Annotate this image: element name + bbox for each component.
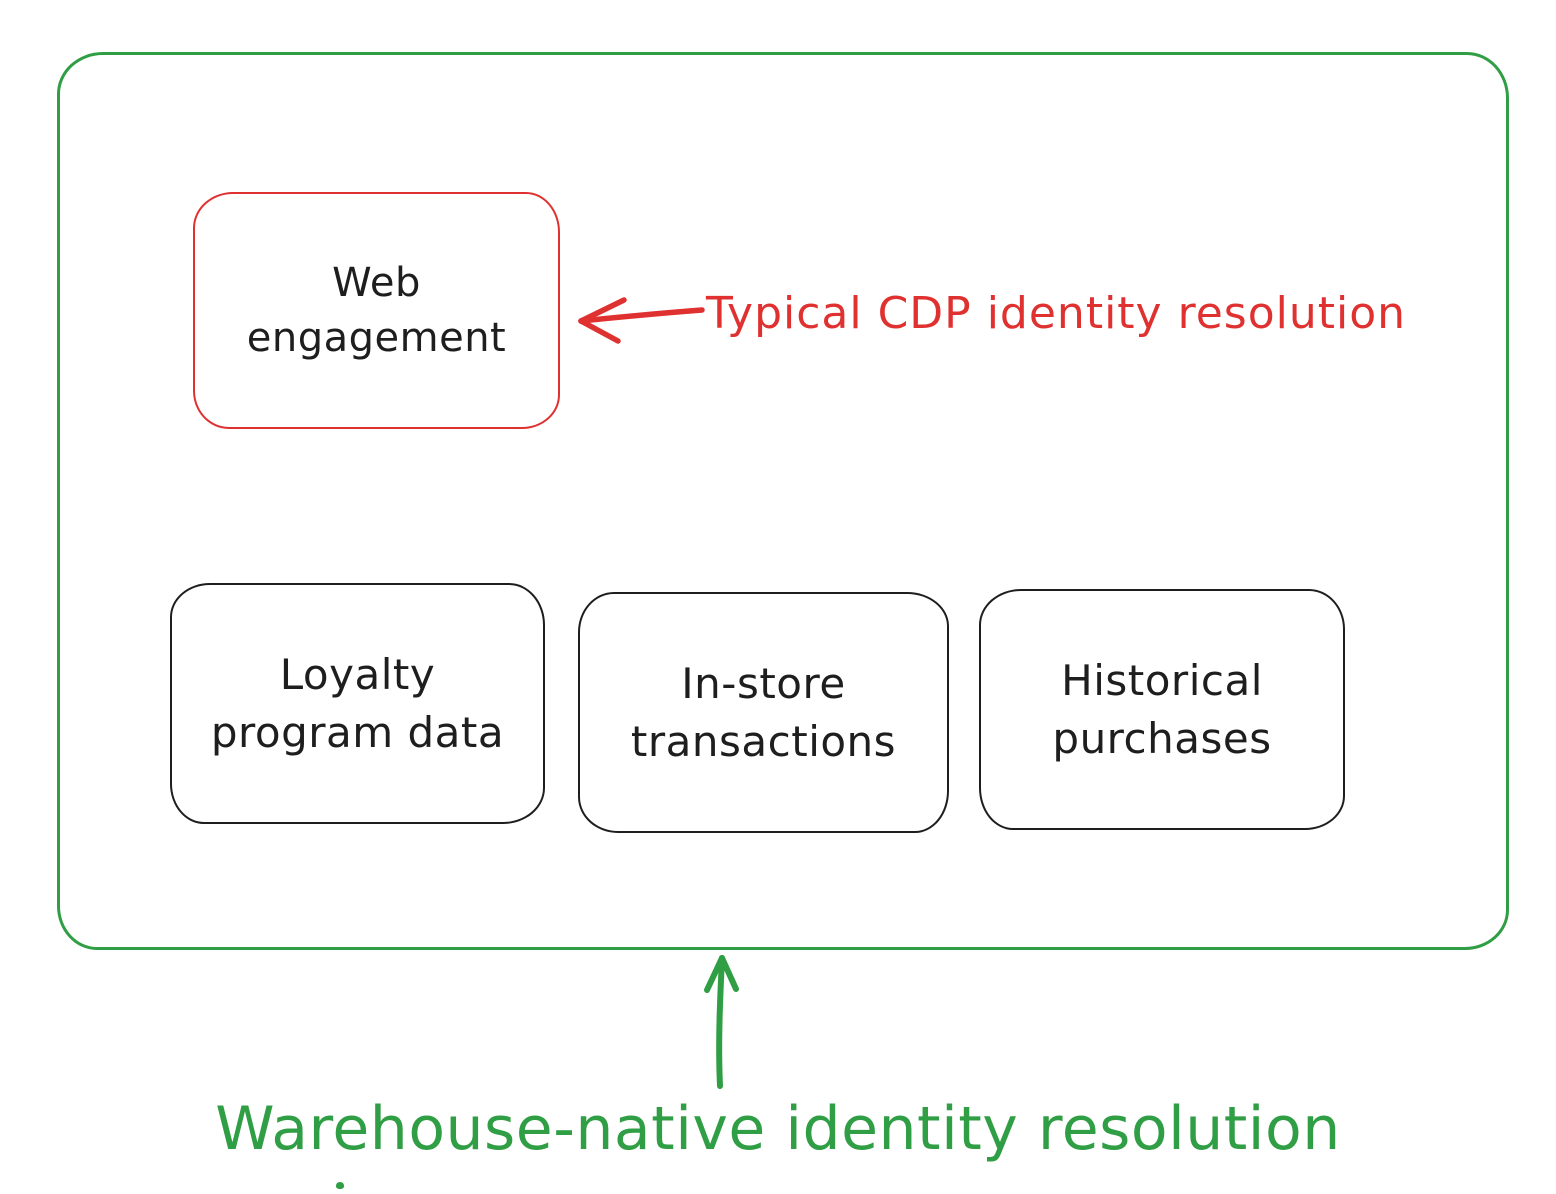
in-store-transactions-label: In-store transactions [630, 659, 897, 766]
warehouse-native-annotation: Warehouse-native identity resolution [215, 1094, 1341, 1164]
up-arrow-icon [704, 955, 739, 1089]
loyalty-program-data-label: Loyalty program data [210, 650, 505, 757]
web-engagement-box: Web engagement [193, 192, 560, 429]
historical-purchases-box: Historical purchases [979, 589, 1345, 830]
ink-dot [336, 1182, 344, 1189]
web-engagement-label: Web engagement [246, 260, 507, 361]
loyalty-program-data-box: Loyalty program data [170, 583, 545, 824]
warehouse-container-box [57, 52, 1509, 950]
historical-purchases-label: Historical purchases [1052, 656, 1272, 763]
in-store-transactions-box: In-store transactions [578, 592, 949, 833]
cdp-identity-annotation: Typical CDP identity resolution [706, 288, 1407, 339]
